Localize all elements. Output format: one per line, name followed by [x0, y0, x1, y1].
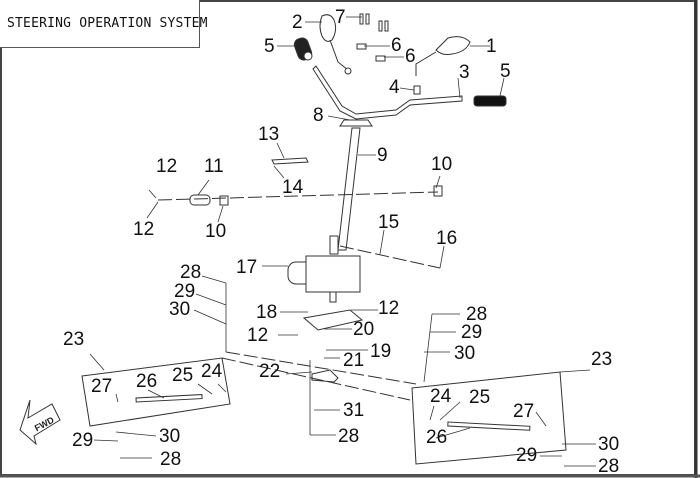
- callout-2: 2: [292, 12, 303, 33]
- bolts-part: [359, 13, 389, 32]
- right-grip-part: [473, 95, 507, 107]
- clamp-part: [189, 194, 211, 206]
- adapter-part: [413, 85, 421, 95]
- callout-24-right: 24: [430, 386, 452, 407]
- callout-12-plate-left: 12: [247, 325, 269, 346]
- clamp-part: [375, 55, 386, 62]
- tie-rod-part: [447, 421, 531, 431]
- callout-23-right: 23: [591, 349, 613, 370]
- tie-rod-box-right: [411, 371, 567, 465]
- handlebar-part: [312, 65, 463, 120]
- callout-29-bottom-right: 29: [516, 445, 538, 466]
- callout-12-lower-left: 12: [133, 219, 155, 240]
- callout-4: 4: [389, 77, 400, 98]
- callout-6-upper: 6: [391, 35, 402, 56]
- callout-12-plate-right: 12: [378, 298, 400, 319]
- fwd-direction-arrow: [19, 399, 61, 446]
- callout-27-left: 27: [91, 376, 113, 397]
- handlebar-clamp-part: [339, 119, 373, 127]
- callout-23-left: 23: [63, 329, 85, 350]
- diagram-title: STEERING OPERATION SYSTEM: [7, 16, 208, 31]
- callout-7: 7: [335, 7, 346, 28]
- callout-28-center-left: 28: [180, 262, 202, 283]
- callout-10-right: 10: [431, 154, 453, 175]
- bushing-part: [219, 195, 229, 206]
- right-mirror-part: [415, 36, 471, 76]
- pitman-arm-part: [311, 369, 339, 383]
- callout-26-left: 26: [136, 371, 158, 392]
- callout-28-bottom-left: 28: [160, 449, 182, 470]
- callout-19: 19: [370, 341, 392, 362]
- callout-5-left: 5: [264, 36, 275, 57]
- callout-20: 20: [353, 319, 375, 340]
- callout-12-upper-left: 12: [156, 156, 178, 177]
- callout-5-right: 5: [500, 61, 511, 82]
- callout-28-center-right: 28: [466, 304, 488, 325]
- callout-30-center-right: 30: [454, 343, 476, 364]
- callout-17: 17: [236, 257, 258, 278]
- callout-22: 22: [259, 361, 281, 382]
- callout-28-bottom-right: 28: [598, 456, 620, 477]
- callout-6-lower: 6: [405, 46, 416, 67]
- callout-30-bottom-left: 30: [159, 426, 181, 447]
- callout-31: 31: [343, 400, 365, 421]
- tie-rod-part: [135, 394, 203, 403]
- callout-24-left: 24: [201, 361, 223, 382]
- title-box: STEERING OPERATION SYSTEM: [0, 0, 207, 48]
- callout-21: 21: [343, 350, 365, 371]
- callout-10-left: 10: [205, 221, 227, 242]
- callout-14: 14: [282, 177, 304, 198]
- callout-3: 3: [459, 62, 470, 83]
- bushing-part: [433, 185, 443, 197]
- clamp-part: [356, 43, 367, 50]
- callout-13: 13: [258, 124, 280, 145]
- tie-rod-box-left: [81, 357, 231, 427]
- callout-25-left: 25: [172, 365, 194, 386]
- left-grip-part: [293, 37, 313, 61]
- callout-29-center-left: 29: [174, 281, 196, 302]
- eps-gearbox-part: [287, 235, 361, 303]
- callout-15: 15: [378, 212, 400, 233]
- callout-29-center-right: 29: [461, 322, 483, 343]
- callout-26-right: 26: [426, 427, 448, 448]
- mounting-plate-part: [302, 309, 364, 331]
- callout-29-bottom-left: 29: [72, 430, 94, 451]
- callout-1: 1: [486, 36, 497, 57]
- callout-28-bottom-center: 28: [338, 426, 360, 447]
- callout-9: 9: [377, 145, 388, 166]
- left-mirror-part: [319, 14, 352, 75]
- callout-27-right: 27: [513, 401, 535, 422]
- callout-8: 8: [313, 105, 324, 126]
- callout-11: 11: [204, 156, 224, 177]
- steering-column-part: [337, 127, 361, 251]
- callout-30-center-left: 30: [169, 299, 191, 320]
- callout-25-right: 25: [469, 387, 491, 408]
- bracket-part: [271, 157, 309, 165]
- callout-30-bottom-right: 30: [598, 434, 620, 455]
- callout-18: 18: [256, 302, 278, 323]
- callout-16: 16: [436, 228, 458, 249]
